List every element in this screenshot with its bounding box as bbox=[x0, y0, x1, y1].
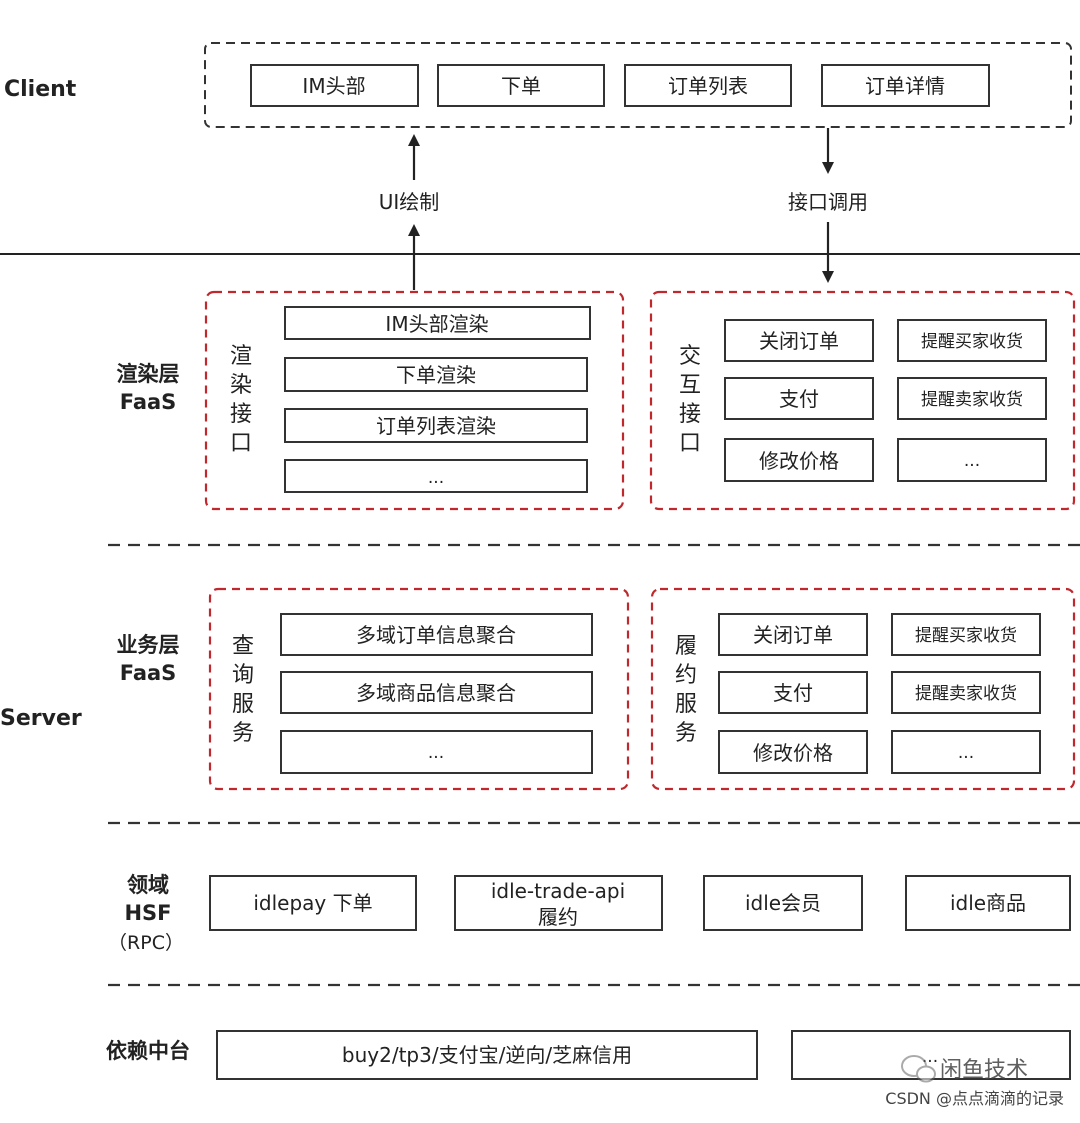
fulfill-item-modify-price bbox=[718, 730, 868, 774]
ui-draw-label: UI绘制 bbox=[379, 190, 440, 214]
interaction-item-remind-buyer bbox=[897, 319, 1047, 362]
render-item-more-label: ... bbox=[428, 468, 444, 488]
dependency-label: 依赖中台 bbox=[106, 1039, 190, 1063]
render-item-im-header-label: IM头部渲染 bbox=[385, 312, 488, 336]
interaction-item-more-label: ... bbox=[964, 451, 980, 471]
client-item-place-order bbox=[437, 64, 605, 107]
fulfill-item-remind-buyer-label: 提醒买家收货 bbox=[915, 626, 1017, 646]
client-item-order-list-label: 订单列表 bbox=[668, 74, 748, 98]
interaction-item-pay bbox=[724, 377, 874, 420]
render-layer-label-line1: 渲染层 bbox=[117, 362, 180, 386]
render-item-order-list bbox=[284, 408, 588, 443]
query-group-label-char4: 务 bbox=[232, 721, 254, 746]
interaction-item-modify-price bbox=[724, 438, 874, 482]
domain-item-trade-api-label-line1: idle-trade-api bbox=[491, 879, 625, 903]
render-interface-group bbox=[204, 290, 625, 511]
client-group bbox=[204, 42, 1072, 128]
watermark-brand: 闲鱼技术 bbox=[940, 1058, 1028, 1083]
domain-item-member-label: idle会员 bbox=[745, 891, 821, 915]
client-item-order-list bbox=[624, 64, 792, 107]
fulfill-item-remind-seller-label: 提醒卖家收货 bbox=[915, 684, 1017, 704]
query-group-label-char1: 查 bbox=[232, 634, 254, 659]
query-item-more bbox=[280, 730, 593, 774]
query-item-order-aggregation-label: 多域订单信息聚合 bbox=[356, 623, 516, 647]
interaction-group-label-char2: 互 bbox=[679, 373, 701, 398]
query-item-order-aggregation bbox=[280, 613, 593, 656]
fulfillment-service-group bbox=[650, 587, 1076, 791]
render-item-more bbox=[284, 459, 588, 493]
render-group-label-char3: 接 bbox=[230, 402, 252, 427]
interaction-item-remind-seller-label: 提醒卖家收货 bbox=[921, 390, 1023, 410]
fulfill-item-more bbox=[891, 730, 1041, 774]
domain-layer-label-line2: HSF bbox=[124, 901, 171, 925]
render-item-place-order bbox=[284, 357, 588, 392]
render-group-label-char1: 渲 bbox=[230, 344, 252, 369]
client-item-im-header-label: IM头部 bbox=[302, 74, 365, 98]
dependency-item-platforms bbox=[216, 1030, 758, 1080]
interaction-group-label-char1: 交 bbox=[679, 344, 701, 369]
fulfill-item-close-order bbox=[718, 613, 868, 656]
domain-layer-label-line1: 领域 bbox=[127, 873, 169, 897]
domain-item-idlepay-label: idlepay 下单 bbox=[253, 891, 372, 915]
query-group-label-char2: 询 bbox=[232, 663, 254, 688]
client-item-order-detail-label: 订单详情 bbox=[865, 74, 945, 98]
interaction-item-pay-label: 支付 bbox=[779, 387, 819, 411]
interaction-item-close-order bbox=[724, 319, 874, 362]
render-group-label-char4: 口 bbox=[230, 431, 252, 456]
api-call-label: 接口调用 bbox=[788, 190, 868, 214]
interaction-item-remind-seller bbox=[897, 377, 1047, 420]
fulfill-item-close-order-label: 关闭订单 bbox=[753, 623, 833, 647]
render-item-im-header bbox=[284, 306, 591, 340]
fulfill-item-remind-seller bbox=[891, 671, 1041, 714]
fulfill-group-label-char1: 履 bbox=[675, 634, 697, 659]
domain-item-member bbox=[703, 875, 863, 931]
render-group-label-char2: 染 bbox=[230, 373, 252, 398]
fulfill-group-label-char3: 服 bbox=[675, 692, 697, 717]
fulfill-item-remind-buyer bbox=[891, 613, 1041, 656]
domain-item-trade-api-label-line2: 履约 bbox=[538, 905, 578, 929]
query-service-group bbox=[208, 587, 630, 791]
interaction-item-modify-price-label: 修改价格 bbox=[759, 449, 839, 473]
dependency-item-platforms-label: buy2/tp3/支付宝/逆向/芝麻信用 bbox=[342, 1043, 632, 1067]
fulfill-item-pay bbox=[718, 671, 868, 714]
query-group-label-char3: 服 bbox=[232, 692, 254, 717]
dependency-item-more-label: ... bbox=[922, 1047, 938, 1067]
domain-item-goods bbox=[905, 875, 1071, 931]
interaction-group-label-char3: 接 bbox=[679, 402, 701, 427]
interaction-item-more bbox=[897, 438, 1047, 482]
business-layer-label-line1: 业务层 bbox=[117, 633, 180, 657]
domain-layer-label-line3: （RPC） bbox=[108, 932, 184, 954]
client-item-im-header bbox=[250, 64, 419, 107]
wechat-icon bbox=[901, 1055, 936, 1083]
interaction-item-close-order-label: 关闭订单 bbox=[759, 329, 839, 353]
business-layer-label-line2: FaaS bbox=[120, 661, 177, 685]
domain-item-goods-label: idle商品 bbox=[950, 891, 1026, 915]
watermark-credit: CSDN @点点滴滴的记录 bbox=[885, 1089, 1064, 1108]
dependency-item-more bbox=[791, 1030, 1071, 1080]
fulfill-item-modify-price-label: 修改价格 bbox=[753, 741, 833, 765]
query-item-goods-aggregation bbox=[280, 671, 593, 714]
domain-item-trade-api bbox=[454, 875, 663, 931]
query-item-more-label: ... bbox=[428, 743, 444, 763]
fulfill-group-label-char2: 约 bbox=[675, 663, 697, 688]
fulfill-item-pay-label: 支付 bbox=[773, 681, 813, 705]
client-item-order-detail bbox=[821, 64, 990, 107]
section-label-client: Client bbox=[4, 77, 77, 102]
interaction-interface-group bbox=[649, 290, 1076, 511]
render-layer-label-line2: FaaS bbox=[120, 390, 177, 414]
render-item-place-order-label: 下单渲染 bbox=[396, 363, 476, 387]
fulfill-group-label-char4: 务 bbox=[675, 721, 697, 746]
interaction-group-label-char4: 口 bbox=[679, 431, 701, 456]
query-item-goods-aggregation-label: 多域商品信息聚合 bbox=[356, 681, 516, 705]
domain-item-idlepay bbox=[209, 875, 417, 931]
fulfill-item-more-label: ... bbox=[958, 743, 974, 763]
client-item-place-order-label: 下单 bbox=[501, 74, 541, 98]
interaction-item-remind-buyer-label: 提醒买家收货 bbox=[921, 332, 1023, 352]
section-label-server: Server bbox=[0, 706, 82, 731]
render-item-order-list-label: 订单列表渲染 bbox=[376, 414, 496, 438]
